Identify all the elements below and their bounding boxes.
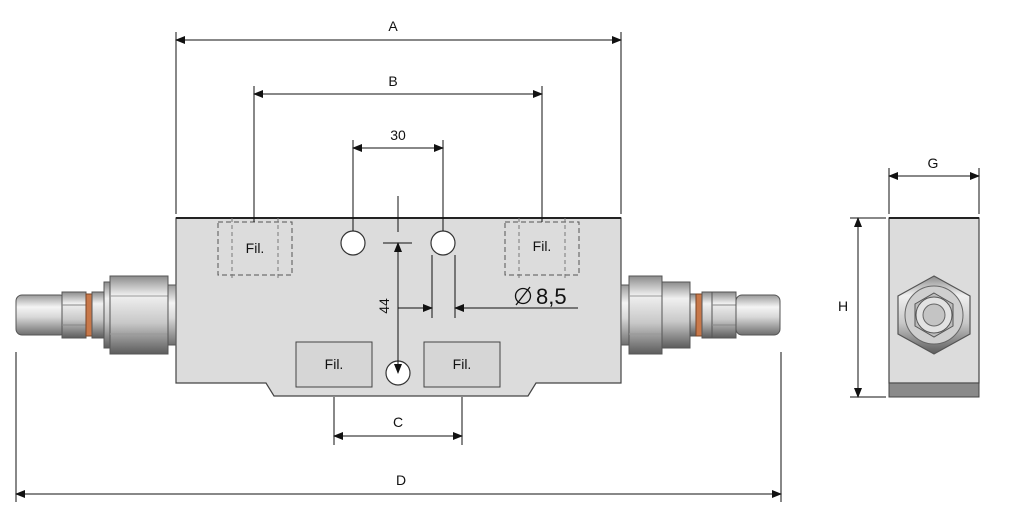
dimension-44-label: 44 bbox=[376, 298, 392, 314]
dimension-b-label: B bbox=[388, 73, 397, 89]
side-view bbox=[888, 217, 980, 398]
diameter-symbol-icon bbox=[514, 286, 532, 306]
mounting-hole-left bbox=[340, 230, 366, 256]
bottom-right-port: Fil. bbox=[423, 341, 501, 388]
port-label-top-left: Fil. bbox=[246, 240, 265, 256]
port-label-bottom-left: Fil. bbox=[325, 356, 344, 372]
side-view-fitting-nut bbox=[897, 275, 971, 355]
side-view-base bbox=[888, 382, 980, 398]
port-label-bottom-right: Fil. bbox=[453, 356, 472, 372]
right-fitting bbox=[620, 275, 781, 355]
mounting-hole-right bbox=[430, 230, 456, 256]
left-fitting bbox=[15, 275, 177, 355]
dimension-30-label: 30 bbox=[390, 127, 406, 143]
top-right-port: Fil. bbox=[504, 218, 580, 280]
dimension-h-label: H bbox=[838, 298, 848, 314]
mounting-holes bbox=[340, 230, 456, 386]
dimension-c-label: C bbox=[393, 414, 403, 430]
port-label-top-right: Fil. bbox=[533, 238, 552, 254]
dimension-d-label: D bbox=[396, 472, 406, 488]
top-left-port: Fil. bbox=[217, 218, 293, 280]
dimension-a-label: A bbox=[388, 18, 398, 34]
dimension-lines bbox=[15, 32, 980, 502]
bottom-left-port: Fil. bbox=[295, 341, 373, 388]
dimension-g-label: G bbox=[928, 155, 939, 171]
diameter-value-label: 8,5 bbox=[536, 284, 567, 309]
